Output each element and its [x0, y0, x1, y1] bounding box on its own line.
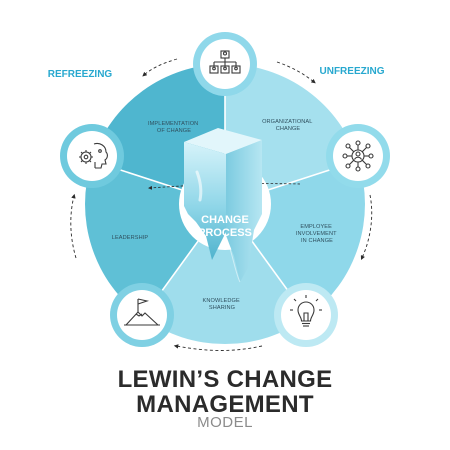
arrow-top-to-right [276, 61, 316, 84]
title-line3: MODEL [197, 414, 253, 431]
org-chart-icon [209, 50, 241, 74]
segment-labels: IMPLEMENTATION OF CHANGE ORGANIZATIONAL … [112, 119, 338, 311]
node-right [326, 124, 390, 188]
title-line1: LEWIN’S CHANGE [117, 366, 333, 393]
label-knowledge: KNOWLEDGE SHARING [203, 298, 242, 311]
label-refreezing: REFREEZING [48, 69, 113, 80]
label-unfreezing: UNFREEZING [320, 66, 385, 77]
arrow-bottom-left-to-left [70, 193, 77, 259]
segment-knowledge-sharing [142, 204, 308, 345]
arrow-top-to-left [142, 58, 178, 77]
arrow-right-to-bottom-right [360, 194, 373, 261]
change-process-pillar [184, 128, 262, 283]
arrow-bottom-right-to-bottom-left [173, 344, 263, 351]
node-bottom-left [110, 283, 174, 347]
gear-brain-icon [79, 142, 108, 169]
network-people-icon [342, 140, 374, 172]
label-implementation: IMPLEMENTATION OF CHANGE [148, 121, 200, 134]
label-organizational: ORGANIZATIONAL CHANGE [262, 119, 314, 132]
node-top [193, 32, 257, 96]
label-leadership: LEADERSHIP [112, 235, 149, 241]
lightbulb-icon [290, 295, 322, 327]
mountain-flag-icon [124, 298, 160, 326]
node-bottom-right [274, 283, 338, 347]
center-label-line2: PROCESS [198, 227, 252, 239]
outer-arrows [70, 58, 373, 351]
title-line2: MANAGEMENT [136, 391, 314, 418]
label-employee: EMPLOYEE INVOLVEMENT IN CHANGE [296, 224, 338, 244]
center-label-line1: CHANGE [201, 214, 249, 226]
node-left [60, 124, 124, 188]
